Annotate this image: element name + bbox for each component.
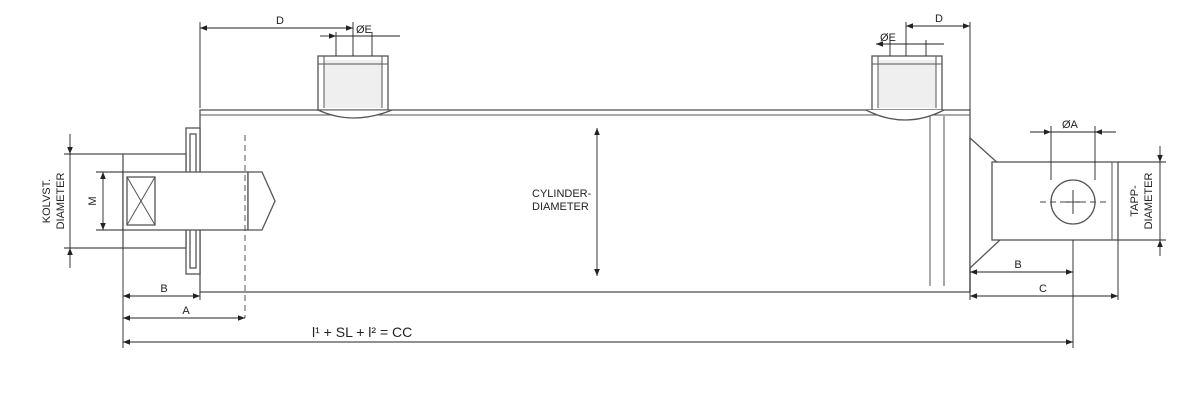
dim-d-left-label: D <box>276 15 284 27</box>
dim-e-right: ØE <box>876 32 944 56</box>
dim-thread-m: M <box>87 171 123 231</box>
dim-thread-m-label: M <box>87 196 99 205</box>
dim-a-left: A <box>123 305 245 321</box>
dim-e-left-label: ØE <box>356 24 372 36</box>
dim-e-left: ØE <box>320 24 400 56</box>
dim-c-right: C <box>970 240 1119 300</box>
port-left <box>312 55 394 119</box>
dim-b-right-label: B <box>1014 259 1021 271</box>
rear-mount <box>969 136 1119 270</box>
dim-b-right: B <box>969 240 1074 348</box>
dim-pin-diameter-label-1: TAPP- <box>1129 185 1141 217</box>
dim-d-right: D <box>905 13 971 110</box>
port-right <box>865 55 945 121</box>
dim-cylinder-diameter-label-1: CYLINDER- <box>532 188 592 200</box>
dim-rod-diameter-label-1: KOLVST. <box>41 179 53 223</box>
dim-overall-length: l¹ + SL + l² = CC <box>123 324 1073 345</box>
dim-pin-diameter-label-2: DIAMETER <box>1143 173 1155 230</box>
dim-overall-length-formula: l¹ + SL + l² = CC <box>312 324 412 340</box>
dim-b-left: B <box>122 248 201 348</box>
dim-b-left-label: B <box>160 283 167 295</box>
piston-rod <box>122 153 276 249</box>
dim-a-top: ØA <box>1030 119 1116 180</box>
dim-c-right-label: C <box>1039 283 1047 295</box>
dim-a-left-label: A <box>182 305 190 317</box>
cylinder-body <box>199 109 971 293</box>
dim-rod-diameter: KOLVST. DIAMETER <box>41 134 123 268</box>
dim-cylinder-diameter-label-2: DIAMETER <box>532 201 589 213</box>
dim-d-right-label: D <box>935 13 943 25</box>
dim-d-left: D <box>199 15 354 108</box>
dim-rod-diameter-label-2: DIAMETER <box>55 173 67 230</box>
dim-cylinder-diameter: CYLINDER- DIAMETER <box>532 128 600 276</box>
dim-a-top-label: ØA <box>1062 119 1079 131</box>
dim-pin-diameter: TAPP- DIAMETER <box>1118 146 1166 256</box>
dim-e-right-label: ØE <box>880 32 896 44</box>
